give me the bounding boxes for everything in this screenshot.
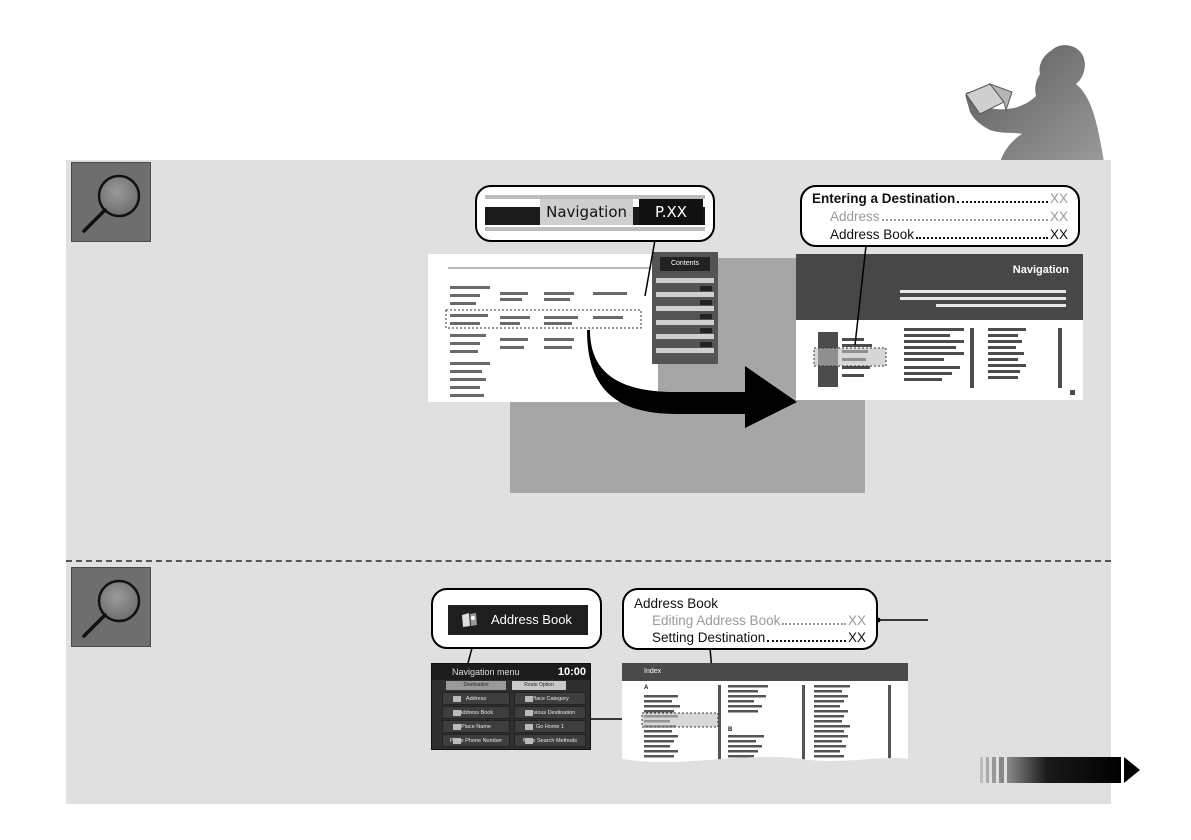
next-arrow-icon[interactable]: [980, 755, 1142, 785]
index-page: Index A B: [622, 663, 908, 766]
contents-tab-label: Contents: [660, 257, 710, 271]
previous-destination-button[interactable]: Previous Destination: [514, 706, 586, 719]
navigation-callout: Navigation P.XX: [475, 185, 715, 242]
index-header: Index: [622, 663, 908, 681]
index-letter-b: B: [728, 727, 733, 733]
navigation-page-ref: P.XX: [639, 199, 703, 225]
section-divider: [66, 560, 1111, 562]
address-book-icon: [462, 613, 477, 627]
index-letter-a: A: [644, 685, 649, 691]
go-home-button[interactable]: Go Home 1: [514, 720, 586, 733]
tab-destination[interactable]: Destination: [446, 681, 506, 690]
address-book-menu-button[interactable]: Address Book: [442, 706, 510, 719]
tab-route-option[interactable]: Route Option: [512, 681, 566, 690]
contents-tabs: Contents: [652, 252, 718, 364]
place-name-button[interactable]: Place Name: [442, 720, 510, 733]
chapter-page: Navigation: [796, 254, 1083, 400]
transition-arrow-icon: [587, 330, 797, 428]
more-search-methods-button[interactable]: More Search Methods: [514, 734, 586, 747]
address-button[interactable]: Address: [442, 692, 510, 705]
navigation-label: Navigation: [540, 199, 633, 225]
address-book-button[interactable]: Address Book: [448, 605, 588, 635]
chapter-header: [796, 254, 1083, 320]
place-phone-number-button[interactable]: Place Phone Number: [442, 734, 510, 747]
magnifier-icon: [71, 162, 151, 242]
screen-clock: 10:00: [557, 666, 586, 678]
chapter-title: Navigation: [1012, 264, 1069, 276]
magnifier-icon: [71, 567, 151, 647]
index-entry-address-book: Address Book: [634, 596, 719, 611]
navigation-menu-screen: Navigation menu 10:00 Destination Route …: [431, 663, 591, 750]
address-book-button-callout: Address Book: [431, 588, 602, 649]
screen-topbar: Navigation menu 10:00: [432, 664, 590, 680]
reading-person-icon: [965, 45, 1104, 162]
screen-title: Navigation menu: [452, 667, 520, 677]
contents-page: [428, 254, 658, 402]
place-category-button[interactable]: Place Category: [514, 692, 586, 705]
